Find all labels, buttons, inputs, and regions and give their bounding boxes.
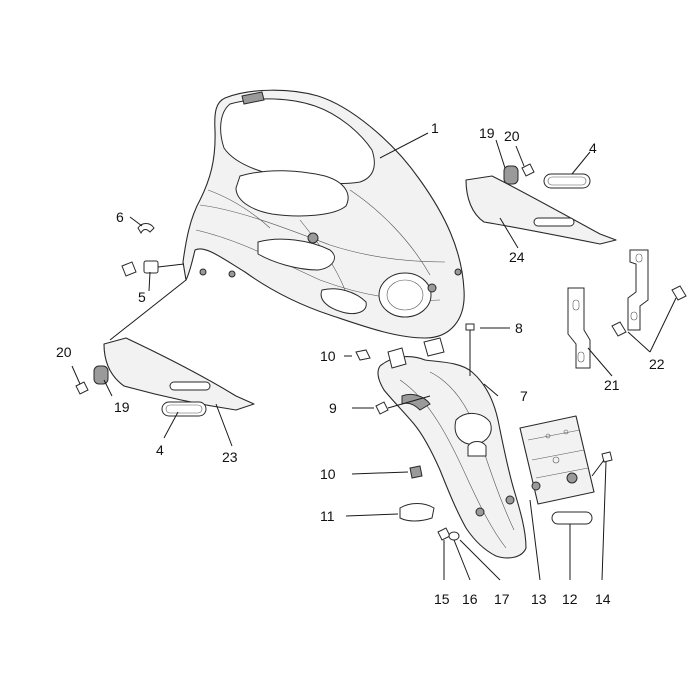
callout-12: 12 [562, 591, 578, 607]
bracket-part-22 [627, 249, 649, 331]
callout-9: 9 [329, 400, 337, 416]
callout-5: 5 [138, 289, 146, 305]
callout-21: 21 [604, 377, 620, 393]
screw-part-15 [437, 527, 451, 541]
callout-17: 17 [494, 591, 510, 607]
rear-fender-part-7 [377, 337, 527, 559]
plate-holder-part-13 [519, 415, 595, 505]
callout-23: 23 [222, 449, 238, 465]
callout-11: 11 [320, 508, 335, 524]
screw-part-20-right [521, 163, 535, 177]
callout-4: 4 [589, 140, 597, 156]
screw-part-20-left [75, 381, 89, 395]
callout-1: 1 [431, 120, 439, 136]
callout-24: 24 [509, 249, 525, 265]
rear-body-shell [182, 89, 465, 339]
callout-16: 16 [462, 591, 478, 607]
bracket-part-21 [567, 287, 591, 369]
callout-15: 15 [434, 591, 450, 607]
screw-part-14 [591, 451, 613, 477]
callout-4: 4 [156, 442, 164, 458]
grommet-part-19-left [93, 365, 109, 385]
panel-part-23 [103, 337, 255, 411]
screw-part-8 [465, 323, 475, 376]
callout-20: 20 [504, 128, 520, 144]
callout-labels: 1 19 20 4 6 24 5 8 20 10 22 21 7 19 9 4 … [56, 120, 665, 607]
callout-7: 7 [520, 388, 528, 404]
callout-6: 6 [116, 209, 124, 225]
callout-19: 19 [114, 399, 130, 415]
washer-part-16 [448, 531, 460, 541]
reflector-part-12 [551, 511, 593, 525]
callout-13: 13 [531, 591, 547, 607]
callout-8: 8 [515, 320, 523, 336]
reflector-part-4-right [543, 173, 591, 189]
callout-22: 22 [649, 356, 665, 372]
grommet-part-19-right [503, 165, 519, 185]
clip-part-10-upper [355, 349, 371, 361]
callout-10: 10 [320, 466, 336, 482]
screw-spacer-part-5 [121, 260, 185, 277]
light-part-11 [399, 503, 435, 522]
callout-20: 20 [56, 344, 72, 360]
screws-part-22 [611, 285, 687, 337]
callout-19: 19 [479, 125, 495, 141]
callout-10: 10 [320, 348, 336, 364]
panel-part-24 [465, 175, 617, 245]
leader-lines [71, 132, 677, 581]
callout-14: 14 [595, 591, 611, 607]
reflector-part-4-left [161, 401, 207, 417]
clip-part-10-lower [409, 465, 423, 479]
screw-part-9 [375, 395, 431, 415]
